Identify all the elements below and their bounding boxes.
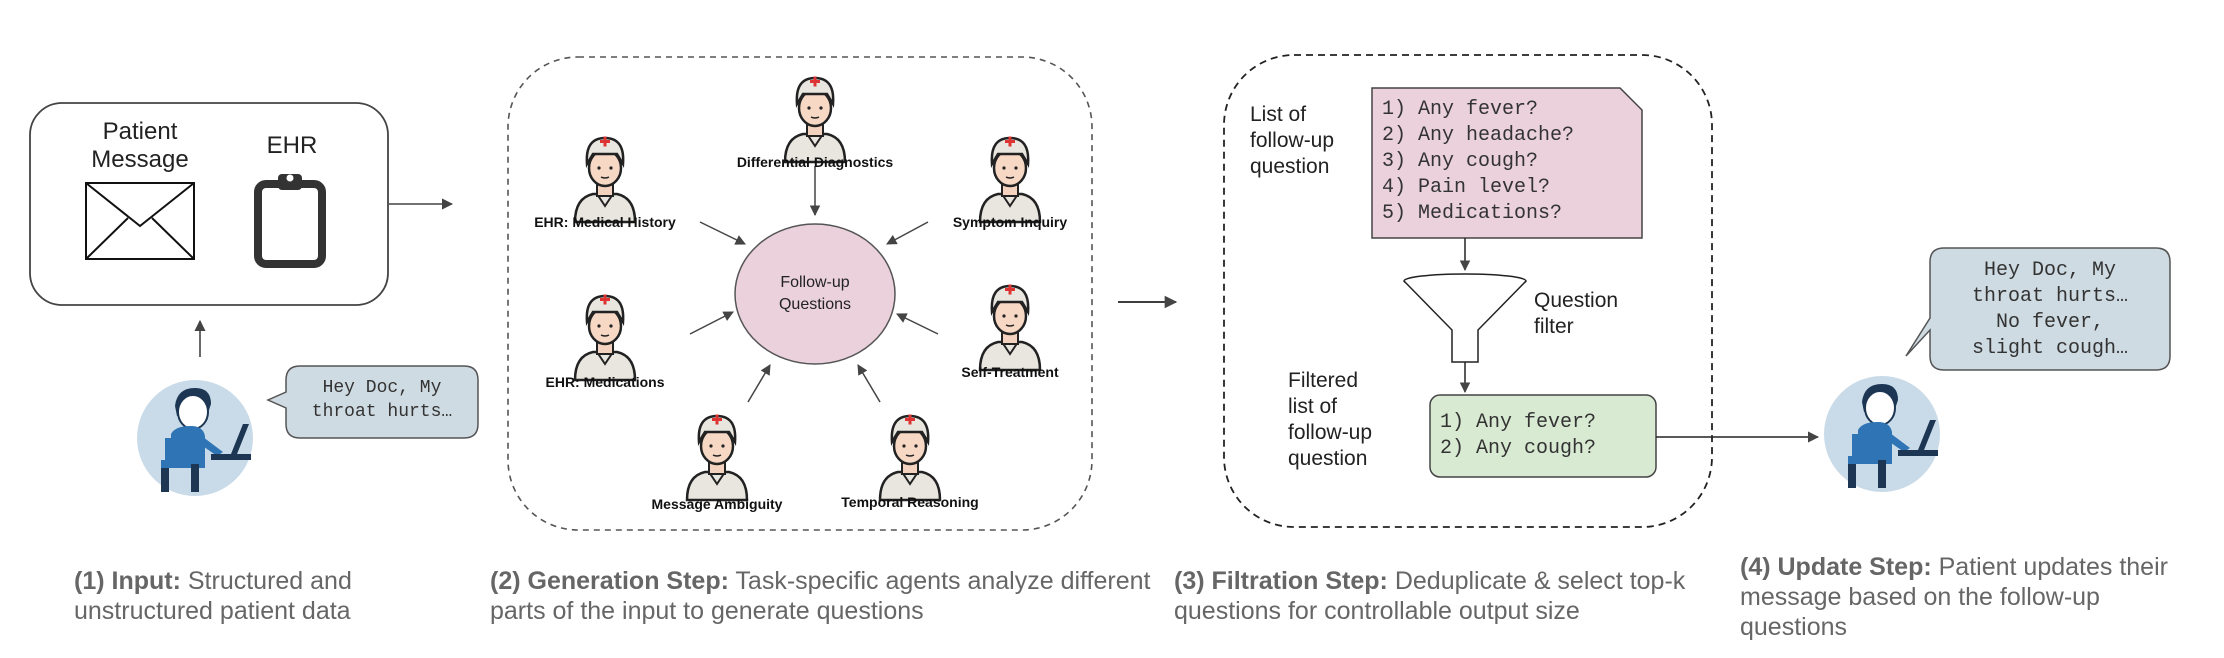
list-of-questions-label: List of follow-up question	[1250, 103, 1335, 178]
agent-label-self-treatment: Self-Treatment	[961, 364, 1059, 380]
doctor-icon-symptom	[978, 135, 1042, 224]
filtered-questions-text: 1) Any fever? 2) Any cough?	[1440, 411, 1597, 460]
patient-speech-bubble-shape	[266, 365, 479, 439]
doctor-icon-temporal	[878, 413, 942, 502]
follow-up-questions-circle	[734, 223, 896, 365]
doctor-icon-medications	[573, 293, 637, 382]
filtered-list-box	[1429, 394, 1657, 478]
caption-update: (4) Update Step: Patient updates their m…	[1740, 553, 2168, 641]
patient-message-label: Patient Message	[91, 118, 189, 173]
patient-icon-update	[1823, 375, 1941, 493]
generation-box	[507, 56, 1093, 531]
patient-icon	[136, 379, 254, 497]
filtered-list-label: Filtered list of follow-up question	[1288, 369, 1373, 470]
update-bubble-text: Hey Doc, My throat hurts… No fever, slig…	[1971, 259, 2129, 360]
input-box	[29, 102, 389, 306]
patient-bubble-text: Hey Doc, My throat hurts…	[311, 378, 453, 422]
envelope-icon	[85, 182, 195, 260]
agent-label-medications: EHR: Medications	[545, 374, 665, 390]
caption-generation: (2) Generation Step: Task-specific agent…	[490, 567, 1151, 625]
question-list-note	[1371, 87, 1643, 239]
agent-label-medical-history: EHR: Medical History	[534, 214, 676, 230]
caption-filtration: (3) Filtration Step: Deduplicate & selec…	[1174, 567, 1686, 625]
funnel-icon	[1403, 273, 1527, 363]
question-list-text: 1) Any fever? 2) Any headache? 3) Any co…	[1382, 98, 1575, 225]
clipboard-icon	[254, 174, 326, 268]
update-speech-bubble	[1905, 247, 2171, 371]
agent-label-temporal: Temporal Reasoning	[841, 494, 979, 510]
agent-label-ambiguity: Message Ambiguity	[651, 496, 783, 512]
doctor-icon-self-treatment	[978, 283, 1042, 372]
doctor-icon-differential	[783, 75, 847, 164]
ehr-label: EHR	[266, 132, 318, 159]
caption-input: (1) Input: Structured and unstructured p…	[74, 567, 352, 625]
agent-label-differential: Differential Diagnostics	[736, 154, 894, 170]
doctor-icon-medical-history	[573, 135, 637, 224]
agent-label-symptom: Symptom Inquiry	[952, 214, 1068, 230]
filtration-box	[1223, 54, 1713, 528]
question-filter-label: Question filter	[1534, 289, 1619, 338]
follow-up-questions-label: Follow-up Questions	[778, 274, 852, 313]
doctor-icon-ambiguity	[685, 413, 749, 502]
